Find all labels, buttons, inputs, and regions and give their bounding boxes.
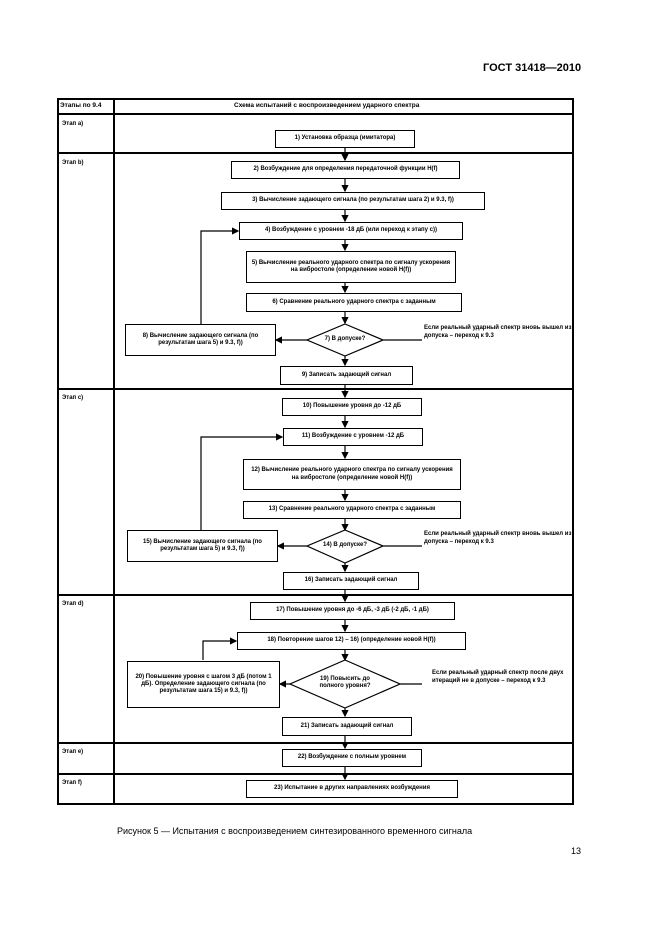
stage-label: Этап е) — [62, 749, 84, 755]
decision-diamond — [305, 529, 385, 564]
step-19-label: 19) Повысить до полного уровня? — [319, 676, 371, 690]
row-divider — [57, 773, 574, 775]
step-7-label: 7) В допуске? — [324, 336, 366, 342]
step-17-box: 17) Повышение уровня до -6 дБ, -3 дБ (-2… — [250, 602, 455, 620]
row-divider — [57, 742, 574, 744]
stage-label: Этап с) — [62, 395, 84, 401]
step-5-box: 5) Вычисление реального ударного спектра… — [246, 251, 456, 283]
step-6-box: 6) Сравнение реального ударного спектра … — [246, 293, 462, 312]
decision-diamond — [288, 659, 402, 709]
column-header-stages: Этапы по 9.4 — [60, 102, 102, 109]
decision-diamond — [305, 323, 385, 357]
step-10-box: 10) Повышение уровня до -12 дБ — [282, 398, 422, 416]
stage-label: Этап а) — [62, 121, 84, 127]
step-23-box: 23) Испытание в других направлениях возб… — [246, 780, 458, 798]
step-21-box: 21) Записать задающий сигнал — [282, 717, 412, 736]
step-14-label: 14) В допуске? — [323, 542, 367, 548]
row-divider — [57, 388, 574, 390]
step-12-box: 12) Вычисление реального ударного спектр… — [243, 459, 461, 490]
stage-label: Этап f) — [62, 780, 82, 786]
page-number: 13 — [571, 846, 582, 856]
step-15-box: 15) Вычисление задающего сигнала (по рез… — [127, 530, 278, 562]
figure-caption: Рисунок 5 — Испытания с воспроизведением… — [117, 826, 473, 836]
step-8-box: 8) Вычисление задающего сигнала (по резу… — [125, 324, 276, 356]
step-9-box: 9) Записать задающий сигнал — [280, 366, 413, 385]
row-divider — [57, 113, 574, 115]
step-18-box: 18) Повторение шагов 12) – 16) (определе… — [237, 632, 466, 650]
step-13-box: 13) Сравнение реального ударного спектра… — [243, 501, 461, 519]
flowchart-table — [57, 98, 574, 805]
step-3-box: 3) Вычисление задающего сигнала (по резу… — [221, 192, 485, 210]
step-14-note: Если реальный ударный спектр вновь вышел… — [424, 531, 572, 545]
step-2-box: 2) Возбуждение для определения передаточ… — [231, 161, 460, 179]
step-20-box: 20) Повышение уровня с шагом 3 дБ (потом… — [127, 661, 280, 708]
column-divider — [113, 98, 115, 805]
step-4-box: 4) Возбуждение с уровнем -18 дБ (или пер… — [239, 222, 463, 240]
row-divider — [57, 594, 574, 596]
column-header-scheme: Схема испытаний с воспроизведением ударн… — [234, 102, 420, 109]
step-19-note: Если реальный ударный спектр после двух … — [432, 670, 564, 684]
document-header: ГОСТ 31418—2010 — [483, 62, 582, 74]
step-1-box: 1) Установка образца (имитатора) — [275, 130, 415, 148]
row-divider — [57, 152, 574, 154]
stage-label: Этап b) — [62, 160, 84, 166]
stage-label: Этап d) — [62, 601, 84, 607]
step-11-box: 11) Возбуждение с уровнем -12 дБ — [283, 428, 423, 446]
step-22-box: 22) Возбуждение с полным уровнем — [282, 749, 422, 767]
step-16-box: 16) Записать задающий сигнал — [283, 572, 419, 590]
step-7-note: Если реальный ударный спектр вновь вышел… — [424, 325, 572, 339]
